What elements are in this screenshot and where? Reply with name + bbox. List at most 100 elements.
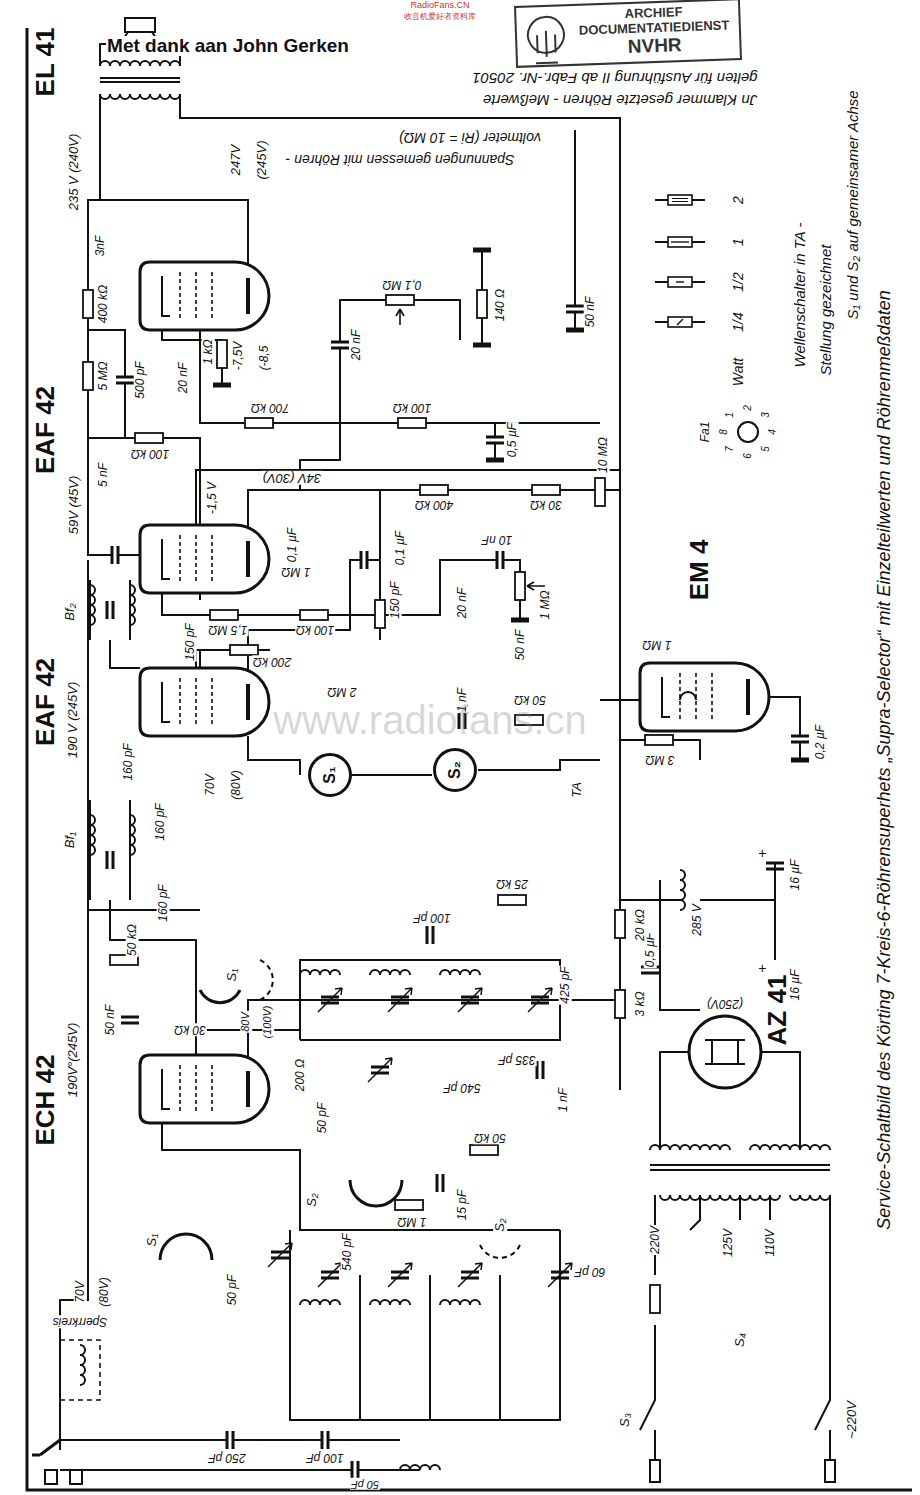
schematic-stroke	[440, 970, 480, 975]
schematic-stroke	[477, 290, 487, 318]
schematic-stroke	[388, 1263, 412, 1287]
value-label: 0,5 µF	[506, 422, 519, 458]
schematic-stroke	[655, 200, 705, 322]
schematic-stroke	[90, 815, 95, 855]
note-text: Spannungen gemessen mit Röhren -	[285, 153, 516, 168]
schematic-stroke	[318, 988, 342, 1012]
schematic-stroke	[690, 1195, 770, 1230]
schematic-stroke	[537, 1061, 543, 1079]
value-label: 20 nF	[350, 329, 363, 362]
credit-text: Met dank aan John Gerken	[106, 36, 350, 56]
value-label: 70V	[204, 773, 217, 796]
value-label: 10 MΩ	[597, 436, 610, 474]
value-label: ~220V	[845, 1400, 859, 1440]
schematic-stroke	[112, 546, 118, 564]
schematic-stroke	[331, 342, 349, 348]
value-label: 70V	[74, 1280, 87, 1303]
schematic-stroke	[107, 601, 113, 619]
schematic-stroke	[350, 1180, 402, 1206]
schematic-stroke	[140, 61, 180, 66]
value-label: -7,5V	[232, 341, 245, 372]
value-label: 160 pF	[122, 742, 135, 781]
value-label: 50 kΩ	[473, 1132, 507, 1145]
schematic-stroke	[677, 319, 683, 325]
value-label: S₁	[225, 968, 239, 983]
value-label: 20 kΩ	[634, 908, 647, 942]
value-label: 3nF	[94, 235, 107, 258]
value-label: 200 kΩ	[252, 656, 292, 669]
value-label: 30 kΩ	[173, 1024, 207, 1037]
schematic-stroke	[162, 1123, 560, 1230]
value-label: 3	[761, 411, 772, 419]
value-label: 20 nF	[456, 587, 469, 620]
schematic-stroke	[497, 551, 503, 569]
schematic-stroke	[498, 895, 526, 905]
value-label: (250V)	[706, 998, 744, 1011]
schematic-stroke	[400, 1465, 440, 1470]
legend-text: 1	[731, 237, 746, 247]
note-text: Stellung gezeichnet	[818, 244, 834, 377]
value-label: 30 kΩ	[529, 499, 563, 512]
legend-text: 2	[731, 195, 746, 205]
schematic-stroke	[60, 1340, 100, 1400]
switch-name: S₂	[446, 761, 464, 779]
schematic-stroke	[511, 619, 529, 621]
schematic-stroke	[427, 926, 433, 944]
tube-name: EAF 42	[32, 657, 59, 747]
schematic-stroke	[640, 663, 769, 731]
schematic-stroke	[300, 610, 328, 620]
schematic-stroke	[668, 237, 692, 247]
schematic-stroke	[668, 277, 692, 287]
schematic-stroke	[815, 1195, 830, 1460]
value-label: 220V	[649, 1225, 662, 1255]
schematic-stroke	[668, 195, 692, 205]
value-label: 50 nF	[104, 1004, 117, 1037]
value-label: 0,1 MΩ	[381, 279, 422, 292]
schematic-stroke	[125, 18, 155, 32]
schematic-stroke	[83, 362, 93, 390]
schematic-stroke	[440, 1300, 480, 1305]
schematic-stroke	[322, 1431, 328, 1449]
schematic-stroke	[210, 610, 238, 620]
schematic-stroke	[340, 423, 600, 460]
schematic-stroke	[260, 960, 273, 1000]
tube-name: AZ 41	[764, 974, 791, 1047]
value-label: 8	[719, 428, 730, 436]
value-label: 4	[768, 428, 779, 436]
schematic-stroke	[248, 736, 300, 775]
value-label: 425 pF	[559, 965, 572, 1004]
schematic-stroke	[248, 490, 620, 541]
value-label: 50 pF	[350, 1478, 380, 1490]
value-label: 100 kΩ	[392, 402, 432, 415]
value-label: 50 pF	[316, 1102, 329, 1135]
schematic-stroke	[227, 1431, 233, 1449]
switch-name: S₁	[321, 766, 339, 783]
value-label: 285 V	[691, 903, 704, 936]
schematic-stroke	[361, 551, 367, 569]
schematic-stroke	[140, 262, 269, 330]
value-label: 400 kΩ	[97, 284, 110, 324]
archive-stamp: ARCHIEFDOCUMENTATIEDIENSTNVHR	[514, 0, 742, 68]
value-label: 1	[725, 411, 736, 419]
schematic-stroke	[32, 1440, 60, 1455]
value-label: 0,1 µF	[286, 527, 299, 563]
value-label: 235 V (240V)	[67, 133, 81, 212]
schematic-stroke	[245, 418, 273, 428]
schematic-stroke	[318, 1263, 342, 1287]
caption-text: Service-Schaltbild des Körting 7-Kreis-6…	[875, 289, 894, 1230]
schematic-stroke	[196, 960, 560, 1055]
value-label: 59V (45V)	[67, 475, 81, 536]
schematic-stroke	[650, 1165, 830, 1170]
schematic-stroke	[100, 61, 140, 66]
value-label: (-8,5	[258, 345, 271, 372]
watermark: RadioFans.CN	[409, 1, 470, 10]
frame	[27, 28, 912, 1490]
components	[83, 250, 835, 1482]
value-label: 34V (30V)	[262, 471, 323, 485]
value-label: 15 pF	[456, 1189, 469, 1222]
schematic-stroke	[650, 1285, 660, 1313]
value-label: 1 MΩ	[396, 1216, 427, 1229]
schematic-stroke	[738, 422, 758, 442]
schematic-stroke	[470, 1145, 498, 1155]
value-label: Fa1	[699, 421, 712, 444]
